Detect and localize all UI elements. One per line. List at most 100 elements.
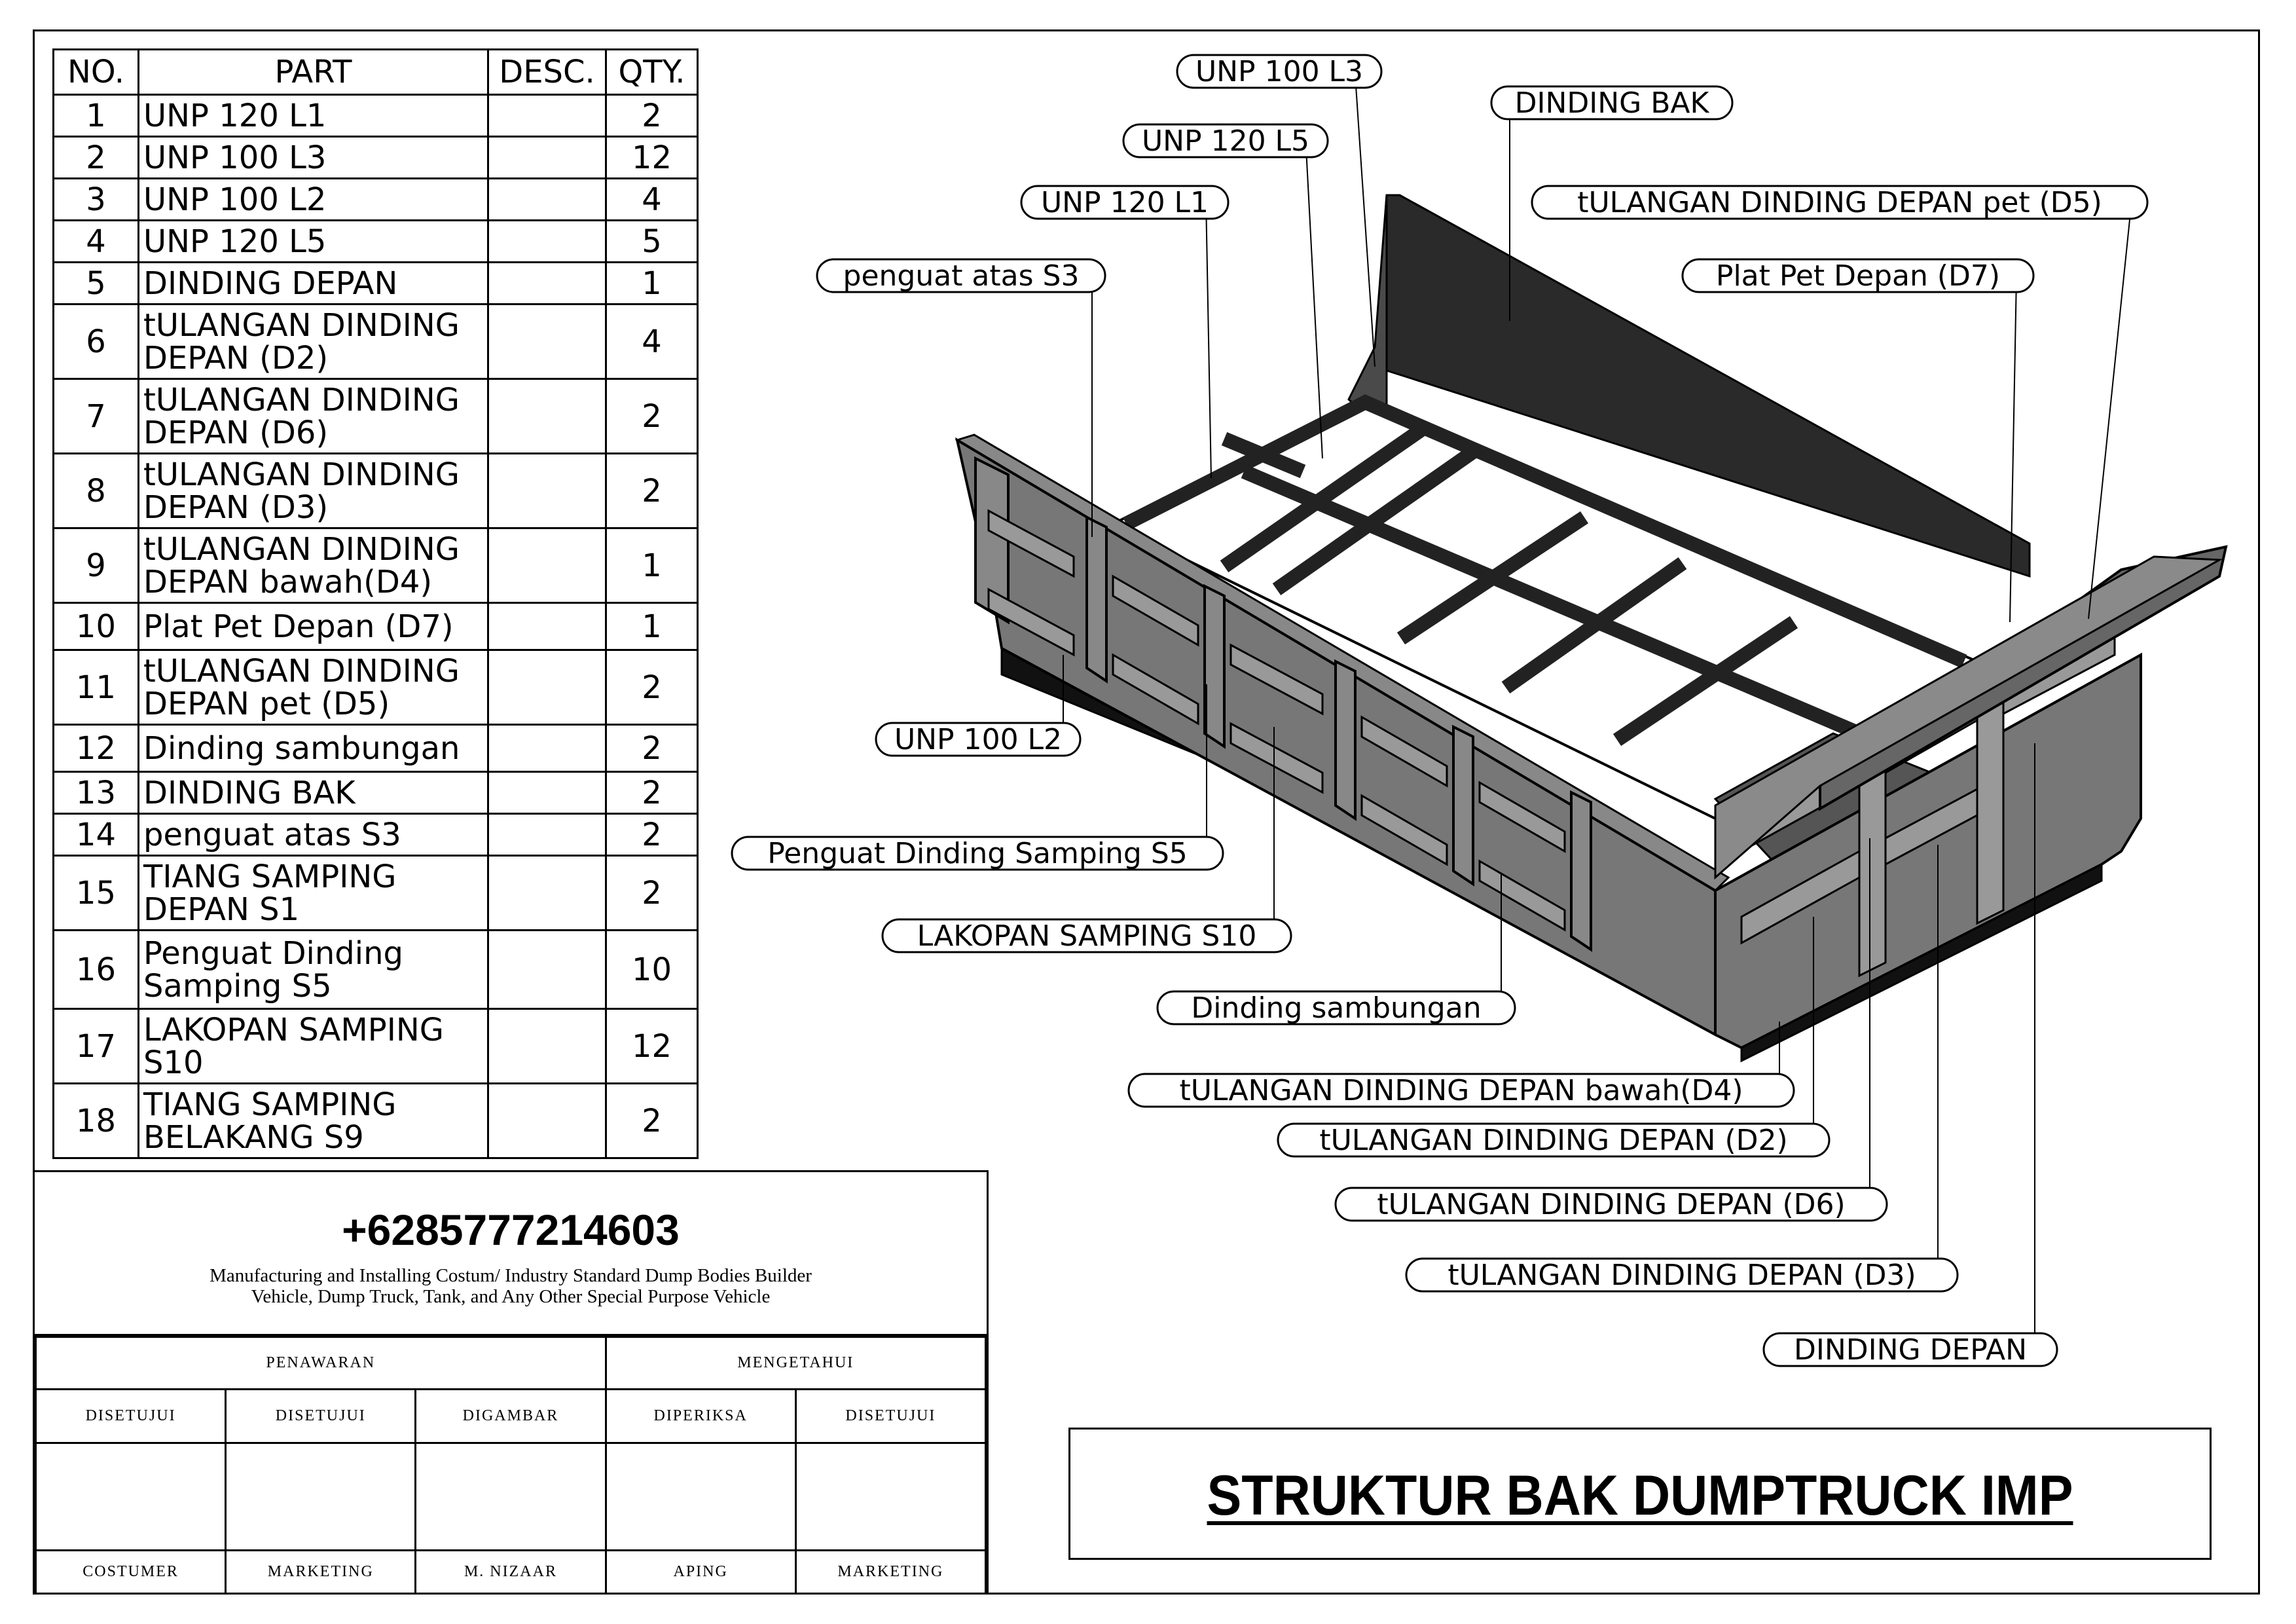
rear-stiffener: [1884, 787, 1978, 866]
bom-header-row: NO. PART DESC. QTY.: [52, 48, 699, 96]
bom-cell-qty: 1: [605, 602, 699, 651]
role-cell: DIPERIKSA: [604, 1388, 797, 1444]
callout-dinding-bak: DINDING BAK: [1515, 86, 1710, 120]
callout-s10: LAKOPAN SAMPING S10: [917, 919, 1257, 953]
rear-rib: [1976, 679, 2005, 925]
signature-cell: [794, 1442, 987, 1551]
bom-cell-qty: 2: [605, 452, 699, 529]
name-cell: M. NIZAAR: [414, 1549, 607, 1595]
bom-cell-no: 6: [52, 303, 139, 380]
leader-line: [1205, 198, 1212, 479]
side-rib: [974, 456, 1010, 625]
callout-bubble: [1277, 1122, 1831, 1158]
bom-cell-desc: [487, 378, 607, 454]
signature-cell: [34, 1442, 227, 1551]
bom-cell-desc: [487, 929, 607, 1010]
bom-cell-qty: 2: [605, 855, 699, 931]
bom-cell-no: 11: [52, 649, 139, 726]
bom-cell-part: tULANGAN DINDING DEPAN (D3): [137, 452, 489, 529]
dump-body-model: [955, 194, 2228, 1063]
bom-cell-no: 10: [52, 602, 139, 651]
bom-cell-part: UNP 120 L5: [137, 219, 489, 263]
bom-cell-qty: 12: [605, 1008, 699, 1084]
beam: [1358, 394, 1967, 669]
beam: [1613, 616, 1798, 747]
stiffener: [987, 587, 1075, 657]
bom-cell-part: UNP 100 L2: [137, 177, 489, 221]
bom-cell-desc: [487, 602, 607, 651]
stiffener: [1112, 574, 1199, 647]
callout-bubble: [1176, 54, 1383, 89]
signature-cell: [414, 1442, 607, 1551]
pet-plate-top: [1714, 555, 2223, 880]
bom-cell-part: DINDING DEPAN: [137, 261, 489, 305]
callout-bubbles: [731, 54, 2149, 1367]
bom-cell-part: Plat Pet Depan (D7): [137, 602, 489, 651]
callout-bubble: [1762, 1332, 2058, 1367]
bom-header-part: PART: [137, 48, 489, 96]
bom-cell-desc: [487, 649, 607, 726]
signature-cell: [604, 1442, 797, 1551]
bom-cell-qty: 2: [605, 771, 699, 815]
frame-beams: [1123, 394, 1967, 747]
company-tagline-2: Vehicle, Dump Truck, Tank, and Any Other…: [251, 1286, 771, 1307]
bom-cell-no: 15: [52, 855, 139, 931]
callout-bubble: [1531, 185, 2149, 220]
role-cell: DISETUJUI: [794, 1388, 987, 1444]
bom-cell-desc: [487, 527, 607, 604]
bom-cell-no: 17: [52, 1008, 139, 1084]
bom-cell-no: 5: [52, 261, 139, 305]
bom-cell-no: 9: [52, 527, 139, 604]
company-tagline-1: Manufacturing and Installing Costum/ Ind…: [210, 1265, 812, 1286]
callout-bubble: [1405, 1257, 1959, 1293]
bom-cell-desc: [487, 452, 607, 529]
bom-cell-part: TIANG SAMPING BELAKANG S9: [137, 1082, 489, 1159]
bom-cell-desc: [487, 261, 607, 305]
stiffener: [1230, 643, 1324, 716]
bom-cell-part: LAKOPAN SAMPING S10: [137, 1008, 489, 1084]
drawing-frame: [33, 29, 2260, 1595]
stiffener: [1478, 781, 1566, 853]
callout-sambungan: Dinding sambungan: [1191, 991, 1481, 1025]
callout-bubble: [875, 722, 1082, 757]
bom-header-desc: DESC.: [487, 48, 607, 96]
name-cell: MARKETING: [225, 1549, 417, 1595]
callout-d6: tULANGAN DINDING DEPAN (D6): [1377, 1188, 1845, 1221]
name-cell: MARKETING: [794, 1549, 987, 1595]
callout-bubble: [1490, 85, 1734, 120]
signature-cell: [225, 1442, 417, 1551]
bom-cell-qty: 1: [605, 261, 699, 305]
callout-d7: Plat Pet Depan (D7): [1716, 259, 2000, 293]
bom-header-no: NO.: [52, 48, 139, 96]
callout-bubble: [1127, 1073, 1795, 1108]
callout-d4: tULANGAN DINDING DEPAN bawah(D4): [1179, 1074, 1743, 1107]
callout-bubble: [731, 836, 1224, 871]
stiffener: [1112, 653, 1199, 726]
leader-line: [2088, 206, 2132, 619]
bom-cell-no: 12: [52, 724, 139, 773]
callout-d3: tULANGAN DINDING DEPAN (D3): [1448, 1259, 1916, 1292]
rear-stiffener: [1740, 849, 1861, 945]
bom-cell-qty: 2: [605, 813, 699, 857]
stiffener: [1360, 794, 1448, 866]
stiffener: [1230, 722, 1324, 794]
callout-bubble: [816, 258, 1106, 293]
bom-cell-no: 2: [52, 136, 139, 179]
beam: [1221, 432, 1306, 479]
callout-bubble: [1122, 123, 1329, 158]
drawing-title-box: STRUKTUR BAK DUMPTRUCK IMP: [1068, 1428, 2212, 1560]
company-header: +6285777214603 Manufacturing and Install…: [35, 1172, 987, 1336]
